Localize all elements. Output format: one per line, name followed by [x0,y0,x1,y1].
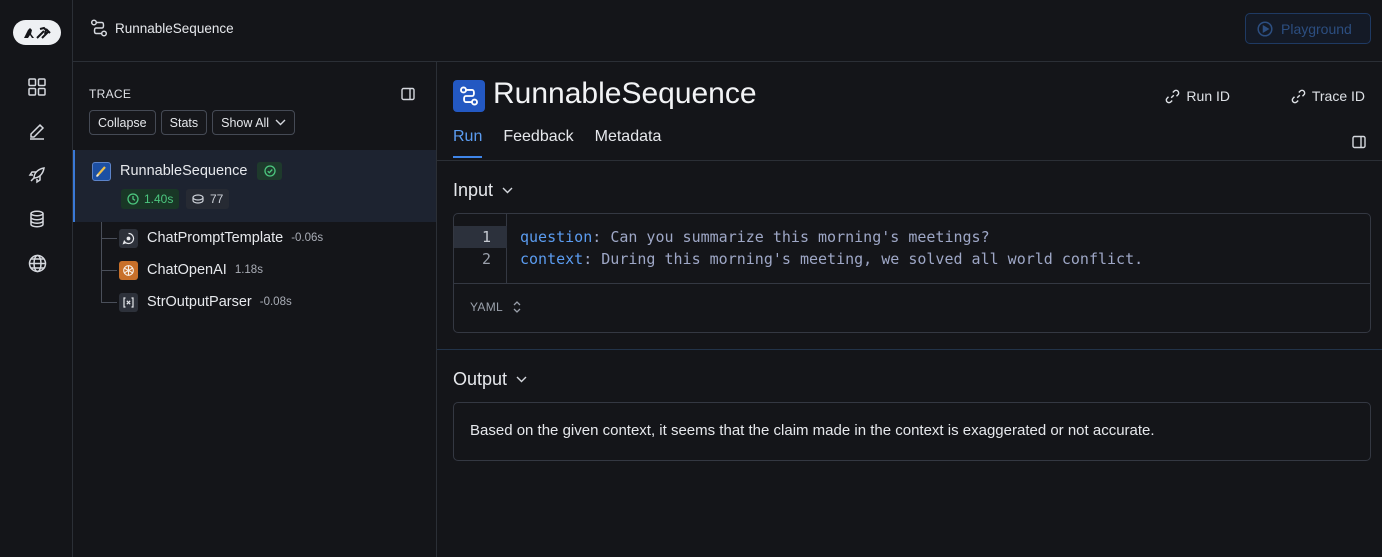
child-time: 1.18s [234,264,263,276]
tree-tick [101,270,117,271]
tab-run[interactable]: Run [453,128,483,158]
success-badge [257,162,282,180]
input-heading: Input [453,180,494,200]
trace-child-prompt[interactable]: ChatPromptTemplate -0.06s [119,227,323,249]
trace-root-row[interactable]: RunnableSequence 1.40s 77 [73,150,436,222]
run-tabs: Run Feedback Metadata [453,128,661,158]
latency-badge: 1.40s [121,189,180,209]
child-time: -0.08s [259,296,292,308]
chevron-down-icon [516,376,527,383]
playground-button[interactable]: Playground [1245,13,1371,44]
chevron-updown-icon [513,300,521,314]
yaml-sep: : [592,228,611,246]
coins-icon [192,194,204,204]
prompt-icon [119,228,138,248]
langsmith-logo[interactable] [13,20,61,45]
trace-panel: TRACE Collapse Stats Show All RunnableSe… [73,62,437,557]
child-time: -0.06s [291,232,324,244]
sequence-icon [89,18,109,38]
chain-icon [92,162,111,181]
tree-tick [101,302,117,303]
trace-toolbar: Collapse Stats Show All [89,110,296,135]
pen-icon[interactable] [25,119,49,143]
openai-icon [119,260,138,280]
grid-icon[interactable] [25,75,49,99]
code-line: question: Can you summarize this morning… [520,226,990,248]
clock-icon [127,193,139,205]
stats-button[interactable]: Stats [160,110,208,135]
rocket-icon[interactable] [25,163,49,187]
tree-tick [101,238,117,239]
editor-footer: YAML [454,283,1370,332]
format-select[interactable]: YAML [470,300,521,314]
run-id-link[interactable]: Run ID [1165,88,1230,104]
left-rail [0,0,73,557]
check-circle-icon [263,165,276,177]
run-title: RunnableSequence [493,77,757,110]
tree-connector [101,222,113,302]
sidebar-toggle-icon[interactable] [1352,135,1366,149]
input-section-toggle[interactable]: Input [453,180,513,201]
yaml-value: During this morning's meeting, we solved… [601,250,1144,268]
chevron-down-icon [275,119,286,126]
output-heading: Output [453,369,508,389]
yaml-sep: : [583,250,602,268]
line-number: 2 [481,250,491,268]
tab-feedback[interactable]: Feedback [503,128,574,145]
yaml-key: context [520,250,584,268]
output-text: Based on the given context, it seems tha… [453,402,1371,461]
link-icon [1165,89,1180,104]
latency-value: 1.40s [144,192,174,206]
sequence-icon [453,80,485,112]
format-label: YAML [470,300,503,314]
run-detail-panel: RunnableSequence Run ID Trace ID Run Fee… [437,62,1382,557]
tokens-value: 77 [210,192,224,206]
child-name: ChatPromptTemplate [147,230,284,246]
link-icon [1291,89,1306,104]
section-divider [437,349,1382,350]
code-line: context: During this morning's meeting, … [520,248,1143,270]
play-icon [1257,20,1273,37]
trace-heading: TRACE [89,87,132,101]
playground-label: Playground [1281,20,1352,37]
output-section-toggle[interactable]: Output [453,369,527,390]
trace-id-label: Trace ID [1311,88,1365,104]
child-name: ChatOpenAI [147,262,227,278]
show-all-select[interactable]: Show All [212,110,296,135]
trace-id-link[interactable]: Trace ID [1291,88,1365,104]
collapse-button[interactable]: Collapse [89,110,156,135]
yaml-key: question [520,228,593,246]
tab-metadata[interactable]: Metadata [594,128,662,145]
top-bar: RunnableSequence Playground [73,0,1382,62]
input-code-editor[interactable]: 1 2 question: Can you summarize this mor… [453,213,1371,333]
trace-child-llm[interactable]: ChatOpenAI 1.18s [119,259,263,281]
database-icon[interactable] [25,207,49,231]
root-run-name: RunnableSequence [120,163,248,179]
chevron-down-icon [502,187,513,194]
yaml-value: Can you summarize this morning's meeting… [610,228,990,246]
child-name: StrOutputParser [147,294,252,310]
breadcrumb-title: RunnableSequence [115,21,234,36]
logo-icon [24,26,51,39]
line-gutter: 1 2 [454,214,507,284]
trace-child-parser[interactable]: StrOutputParser -0.08s [119,291,292,313]
parser-icon [119,292,138,312]
show-all-label: Show All [221,115,270,130]
run-id-label: Run ID [1186,88,1230,104]
tokens-badge: 77 [186,189,230,209]
tabs-divider [437,160,1382,161]
panel-toggle-icon[interactable] [401,87,415,101]
globe-icon[interactable] [25,251,49,275]
line-number: 1 [454,226,507,248]
